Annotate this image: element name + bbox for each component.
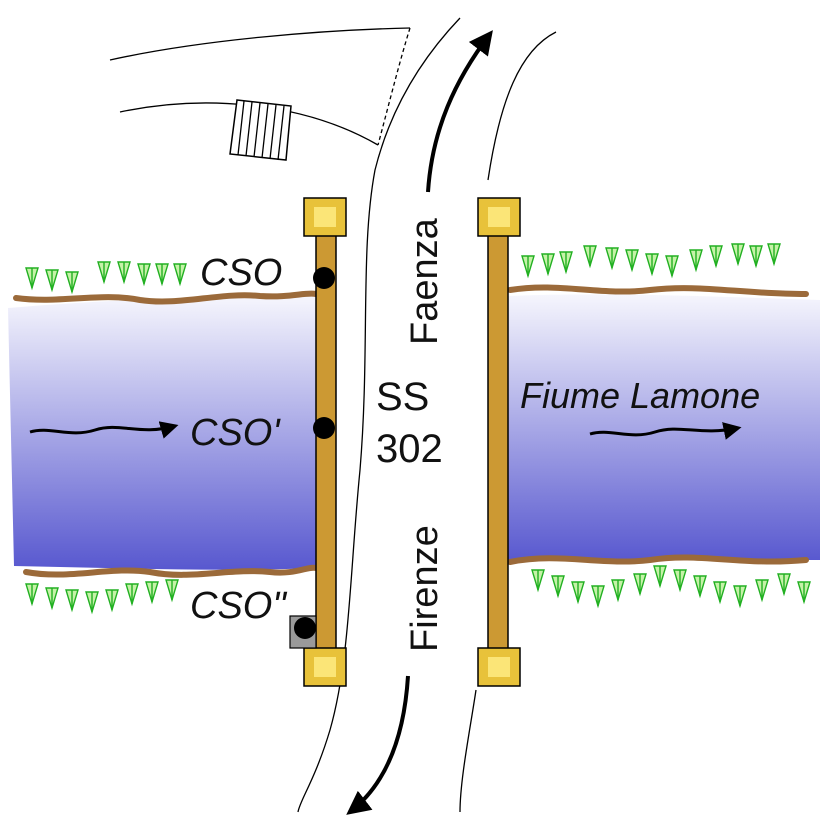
label-road-line2: 302 xyxy=(376,427,443,471)
marker-cso-mid xyxy=(313,417,335,439)
river-right xyxy=(508,294,820,562)
river-banks xyxy=(13,284,809,578)
road-outline xyxy=(109,17,557,813)
pier-bottom-right xyxy=(477,647,521,687)
flow-arrow-right xyxy=(589,422,742,440)
bridge-beam-left xyxy=(315,233,337,653)
label-direction-north: Faenza xyxy=(404,217,446,345)
label-cso-top: CSO xyxy=(200,252,282,294)
arrow-to-firenze xyxy=(346,675,410,815)
label-river-name: Fiume Lamone xyxy=(520,375,760,416)
grass-bottom-right xyxy=(531,565,811,607)
grass-top-right xyxy=(521,243,781,277)
bridge-beam-right xyxy=(487,233,509,653)
marker-cso-top xyxy=(313,267,335,289)
building-icon xyxy=(229,99,292,161)
grass-bottom-left xyxy=(25,579,179,613)
flow-arrow-left xyxy=(29,421,179,439)
pier-top-right xyxy=(477,197,521,237)
arrow-to-faenza xyxy=(426,30,493,193)
label-road-line1: SS xyxy=(376,375,429,419)
label-cso-mid: CSO' xyxy=(190,412,281,454)
pier-top-left xyxy=(303,197,347,237)
label-direction-south: Firenze xyxy=(404,525,446,652)
pier-bottom-left xyxy=(303,647,347,687)
grass-top-left xyxy=(25,261,187,293)
marker-cso-bottom xyxy=(294,617,316,639)
label-cso-bottom: CSO" xyxy=(190,585,287,627)
